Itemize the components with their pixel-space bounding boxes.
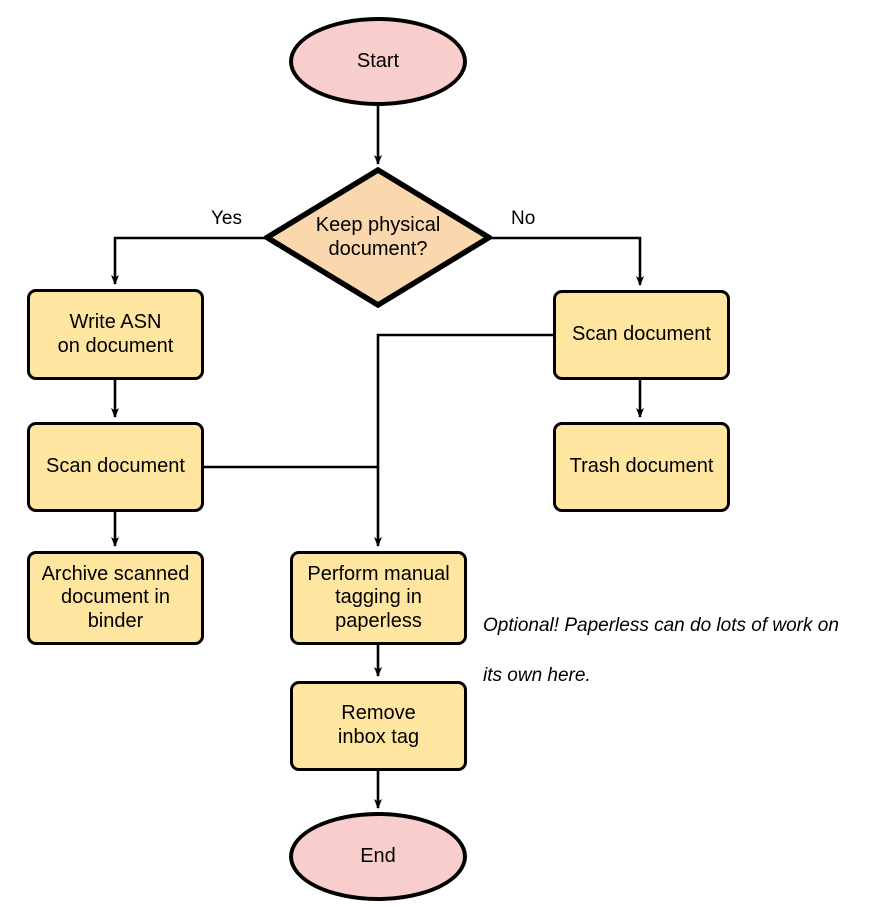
edge-label-no: No	[508, 208, 539, 230]
node-archive-label-line1: Archive scanned	[41, 562, 190, 585]
node-decision-keep-physical-document[interactable]: Keep physical document?	[264, 167, 492, 308]
edge-decision-to-scan-right	[490, 236, 644, 286]
node-archive-label-line2: document in	[61, 586, 170, 609]
node-write-asn-label-line1: Write ASN	[69, 310, 162, 333]
node-start[interactable]: Start	[289, 17, 467, 106]
edge-scan-right-to-tagging	[374, 333, 553, 547]
node-perform-manual-tagging-in-paperless[interactable]: Perform manual tagging in paperless	[290, 551, 467, 645]
node-scan-document-left-label: Scan document	[46, 455, 185, 478]
node-archive-label-line3: binder	[87, 609, 144, 632]
node-write-asn-on-document[interactable]: Write ASN on document	[27, 289, 204, 380]
edge-decision-to-write-asn	[111, 236, 266, 285]
node-scan-document-right-label: Scan document	[572, 323, 711, 346]
node-end-label: End	[360, 844, 396, 867]
diamond-shape	[264, 167, 492, 308]
node-remove-inbox-label-line2: inbox tag	[337, 726, 420, 748]
node-trash-document-label: Trash document	[569, 455, 714, 478]
node-scan-document-left[interactable]: Scan document	[27, 422, 204, 512]
node-scan-document-right[interactable]: Scan document	[553, 290, 730, 380]
node-tagging-label: Perform manual tagging in paperless	[307, 563, 449, 634]
node-remove-inbox-label: Remove inbox tag	[338, 702, 419, 749]
node-remove-inbox-tag[interactable]: Remove inbox tag	[290, 681, 467, 771]
node-end[interactable]: End	[289, 812, 467, 901]
annotation-optional-note-line1: Optional! Paperless can do lots of work …	[483, 615, 839, 637]
annotation-optional-note: Optional! Paperless can do lots of work …	[483, 588, 883, 713]
node-trash-document[interactable]: Trash document	[553, 422, 730, 512]
node-write-asn-label-line2: on document	[57, 334, 174, 357]
node-archive-label: Archive scanned document in binder	[42, 563, 190, 634]
node-archive-scanned-document-in-binder[interactable]: Archive scanned document in binder	[27, 551, 204, 645]
node-tagging-label-line3: paperless	[335, 609, 422, 632]
node-start-label: Start	[356, 49, 400, 72]
edge-label-yes: Yes	[208, 208, 245, 230]
node-tagging-label-line2: tagging in	[335, 586, 422, 609]
annotation-optional-note-line2: its own here.	[483, 665, 591, 687]
node-tagging-label-line1: Perform manual	[307, 562, 450, 585]
node-remove-inbox-label-line1: Remove	[341, 702, 416, 725]
node-write-asn-label: Write ASN on document	[58, 311, 174, 358]
